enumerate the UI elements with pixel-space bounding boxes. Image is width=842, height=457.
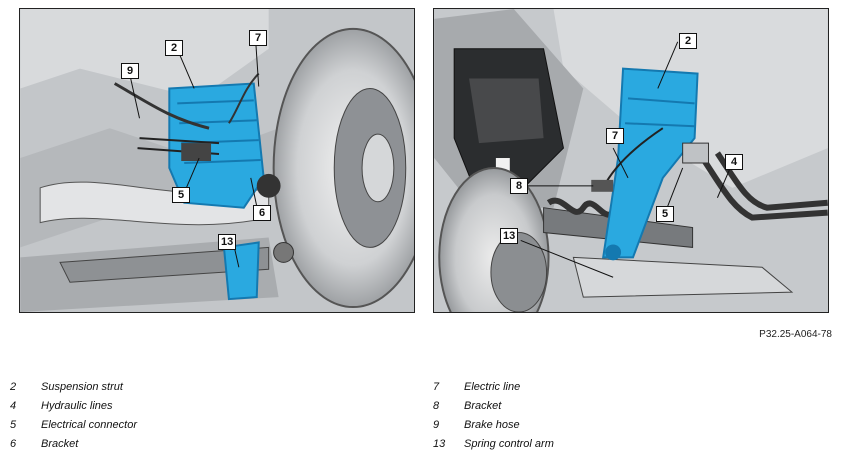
callout-2: 2 [679,33,697,49]
callout-7: 7 [249,30,267,46]
legend-text: Bracket [41,438,79,451]
brake-hose-line [113,82,210,130]
right-suspension-drawing [434,9,828,312]
illustration-left: 2 7 9 5 6 13 [19,8,415,313]
spring-control-arm [572,256,794,298]
legend-item: 4 Hydraulic lines [10,396,350,415]
callout-13: 13 [500,228,519,244]
legend-item: 9 Brake hose [433,415,773,434]
callout-4: 4 [725,154,743,170]
callout-7: 7 [606,128,624,144]
legend-number: 9 [433,418,440,431]
illustration-right: 2 7 8 4 5 13 [433,8,829,313]
electrical-connector-shape [181,143,212,161]
legend-text: Suspension strut [41,380,123,393]
legend-item: 7 Electric line [433,377,773,396]
legend-item: 8 Bracket [433,396,773,415]
callout-8: 8 [510,178,528,194]
legend-item: 2 Suspension strut [10,377,350,396]
legend-item: 6 Bracket [10,435,350,454]
legend-number: 6 [10,438,17,451]
suspension-strut-highlight [168,82,265,209]
legend-text: Electric line [464,380,521,393]
legend-text: Hydraulic lines [41,399,113,412]
legend-number: 13 [433,438,446,451]
legend-left: 2 Suspension strut 4 Hydraulic lines 5 E… [10,377,350,454]
callout-9: 9 [121,63,139,79]
legend-item: 5 Electrical connector [10,415,350,434]
hydraulic-lines [700,156,828,221]
legend-number: 4 [10,399,17,412]
legend-text: Bracket [464,399,502,412]
legend-number: 2 [10,380,17,393]
legend-text: Brake hose [464,418,520,431]
legend-number: 7 [433,380,440,393]
callout-5: 5 [172,187,190,203]
legend-right: 7 Electric line 8 Bracket 9 Brake hose 1… [433,377,773,454]
suspension-strut-highlight-right [602,67,699,259]
left-suspension-drawing [20,9,414,312]
legend-item: 13 Spring control arm [433,435,773,454]
callout-5: 5 [656,206,674,222]
callout-2: 2 [165,40,183,56]
figure-id: P32.25-A064-78 [759,329,832,340]
legend-text: Spring control arm [464,438,554,451]
spring-control-arm-highlight [222,241,260,301]
legend-number: 8 [433,399,440,412]
callout-6: 6 [253,205,271,221]
callout-13: 13 [218,234,237,250]
legend-number: 5 [10,418,17,431]
legend-text: Electrical connector [41,418,137,431]
